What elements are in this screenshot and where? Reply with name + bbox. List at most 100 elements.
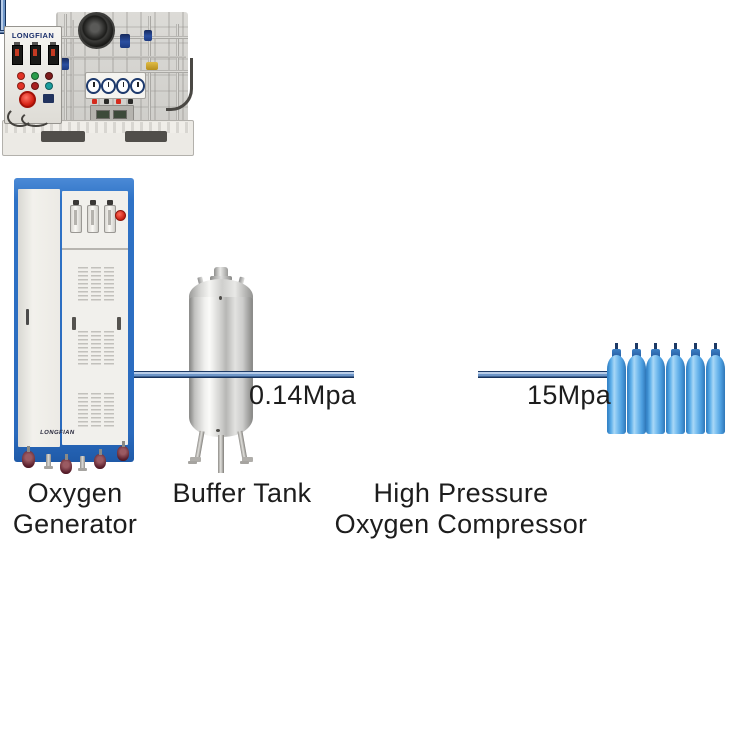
power-indicator-light xyxy=(115,210,126,221)
panel-button-darkred xyxy=(45,72,53,80)
switch-box xyxy=(43,94,54,103)
solenoid-valve xyxy=(60,58,69,70)
cylinder-bank xyxy=(607,341,727,435)
high-pressure-label: 15Mpa xyxy=(527,380,612,410)
machinery-pipe xyxy=(140,70,188,73)
compressor-brand-text: LONGFIAN xyxy=(11,31,55,40)
cylinder-connector xyxy=(615,343,618,351)
valve-knob xyxy=(116,99,121,104)
generator-caption-line1: Oxygen xyxy=(27,478,123,508)
caster-wheel xyxy=(22,446,35,468)
oxygen-cylinder xyxy=(666,341,686,434)
door-latch xyxy=(72,317,76,330)
generator-caption-line2: Generator xyxy=(12,509,138,539)
oxygen-cylinder xyxy=(705,341,725,434)
cylinder-connector xyxy=(674,343,678,351)
tank-body xyxy=(189,297,253,437)
pressure-gauge xyxy=(86,77,101,94)
cylinder-body xyxy=(646,355,666,434)
pipe-riser xyxy=(0,0,6,30)
forklift-slot xyxy=(125,131,167,142)
leveling-foot xyxy=(78,456,87,471)
panel-button-green xyxy=(31,72,39,80)
cylinder-connector xyxy=(654,343,658,351)
panel-button-maroon xyxy=(31,82,39,90)
caster-wheel xyxy=(117,441,129,461)
compressor-caption-line2: Oxygen Compressor xyxy=(334,509,588,539)
generator-front-panel xyxy=(62,191,128,445)
vent-louver xyxy=(78,331,116,365)
cylinder-connector xyxy=(693,343,697,351)
pressure-gauge xyxy=(100,77,116,94)
flow-meter xyxy=(70,200,82,233)
panel-meters xyxy=(12,42,59,65)
valve-knob xyxy=(92,99,97,104)
cylinder-connector xyxy=(634,343,638,351)
panel-meter xyxy=(48,42,59,65)
tank-leg xyxy=(218,435,224,473)
oxygen-compressor-unit: LONGFIAN xyxy=(0,12,194,190)
forklift-slot xyxy=(41,131,85,142)
cylinder-body xyxy=(685,355,705,434)
digital-display xyxy=(96,110,110,119)
flow-meter xyxy=(87,200,99,233)
cylinder-body xyxy=(626,355,646,434)
generator-side-door xyxy=(18,189,60,447)
pressure-gauge xyxy=(130,77,145,94)
oxygen-cylinder xyxy=(626,341,646,434)
machinery-pipe xyxy=(72,20,74,120)
emergency-stop-button xyxy=(19,91,36,108)
panel-divider xyxy=(62,248,128,250)
cable xyxy=(7,107,33,127)
outlet-hose xyxy=(166,58,193,111)
valve-knob xyxy=(128,99,133,104)
oxygen-cylinder xyxy=(685,341,705,434)
tank-foot xyxy=(240,457,253,464)
tank-drain-port xyxy=(216,429,220,432)
flow-meter xyxy=(104,200,116,233)
door-latch xyxy=(117,317,121,330)
compressor-skid-base xyxy=(2,120,194,156)
cylinder-body xyxy=(607,355,626,434)
compressor-control-panel: LONGFIAN xyxy=(4,26,62,127)
caster-wheel xyxy=(94,449,106,469)
tank-top-flange xyxy=(210,276,232,281)
panel-button-red xyxy=(17,82,25,90)
cable xyxy=(21,111,51,127)
panel-meter xyxy=(30,42,41,65)
solenoid-valve xyxy=(120,34,130,48)
tank-foot xyxy=(188,457,201,464)
generator-caption: Oxygen Generator xyxy=(0,478,150,540)
cylinder-body xyxy=(705,355,725,434)
buffer-tank-caption: Buffer Tank xyxy=(172,478,312,508)
base-grating xyxy=(5,122,189,133)
solenoid-valve xyxy=(144,30,152,41)
oxygen-cylinder xyxy=(646,341,666,434)
panel-meter xyxy=(12,42,23,65)
low-pressure-label: 0.14Mpa xyxy=(249,380,357,410)
tank-dome xyxy=(189,279,253,301)
tank-weld-port xyxy=(219,296,222,300)
machinery-pipe xyxy=(60,56,186,58)
compressor-caption-line1: High Pressure xyxy=(373,478,549,508)
panel-button-teal xyxy=(45,82,53,90)
cooling-fan xyxy=(78,12,115,49)
vent-louver xyxy=(78,267,116,301)
leveling-foot xyxy=(44,454,53,469)
flow-meters xyxy=(70,200,116,233)
compressor-caption: High Pressure Oxygen Compressor xyxy=(330,478,592,540)
pipe-compressor-to-cylinders xyxy=(478,371,612,378)
oxygen-cylinder xyxy=(607,341,626,434)
caster-wheel xyxy=(60,454,72,474)
cylinder-connector xyxy=(713,343,717,351)
oxygen-generator-unit: LONGFIAN xyxy=(14,178,134,474)
cylinder-body xyxy=(666,355,686,434)
gauge-panel xyxy=(85,72,146,99)
panel-button-red xyxy=(17,72,25,80)
pressure-gauge xyxy=(115,77,131,94)
pipe-generator-to-compressor xyxy=(126,371,354,378)
generator-brand-text: LONGFIAN xyxy=(39,430,76,436)
valve-knob xyxy=(104,99,109,104)
digital-display xyxy=(113,110,127,119)
